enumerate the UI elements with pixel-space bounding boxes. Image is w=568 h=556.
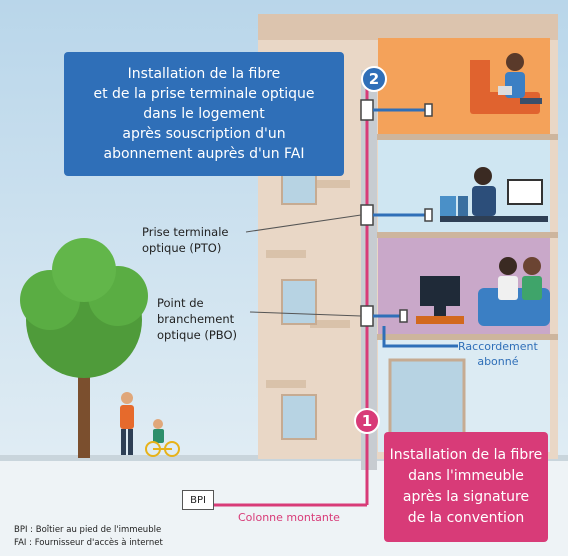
- raccordement-line: [382, 326, 458, 348]
- raccordement-label-line: Raccordement: [458, 340, 538, 353]
- leader-pbo: [249, 311, 362, 317]
- callout-line: de la convention: [407, 510, 525, 526]
- callout-line: Installation de la fibre: [127, 66, 281, 82]
- callout-line: dans le logement: [143, 106, 265, 122]
- pto-outlet: [424, 103, 433, 117]
- callout-line: après la signature: [402, 489, 530, 505]
- colonne-montante-label: Colonne montante: [238, 511, 340, 524]
- callout-building-installation: Installation de la fibre dans l'immeuble…: [384, 432, 548, 542]
- window: [281, 394, 317, 440]
- callout-apartment-installation: Installation de la fibre et de la prise …: [64, 52, 344, 176]
- low-floor-scene: [416, 257, 550, 326]
- junction-box-top: [360, 99, 374, 121]
- pto-label-line: optique (PTO): [142, 241, 222, 255]
- pto-label-line: Prise terminale: [142, 225, 229, 239]
- pbo-label-line: Point de: [157, 296, 204, 310]
- step-1-badge: 1: [354, 408, 380, 434]
- pto-outlet: [424, 208, 433, 222]
- window: [281, 279, 317, 325]
- footnote-fai: FAI : Fournisseur d'accès à internet: [14, 538, 163, 548]
- pbo-label-line: branchement: [157, 312, 235, 326]
- raccordement-label-line: abonné: [477, 355, 519, 368]
- callout-line: après souscription d'un: [122, 126, 286, 142]
- footnote-bpi: BPI : Boîtier au pied de l'immeuble: [14, 525, 162, 535]
- pto-outlet: [399, 309, 408, 323]
- pto-label: Prise terminale optique (PTO): [142, 224, 229, 256]
- raccordement-label: Raccordement abonné: [458, 339, 538, 369]
- people-illustration: [120, 392, 180, 457]
- callout-line: Installation de la fibre: [389, 447, 543, 463]
- middle-floor-scene: [440, 167, 548, 222]
- pbo-label-line: optique (PBO): [157, 328, 238, 342]
- riser-pipe: [361, 70, 377, 470]
- pbo-box: [360, 305, 374, 327]
- junction-box-middle: [360, 204, 374, 226]
- callout-line: et de la prise terminale optique: [93, 86, 315, 102]
- callout-line: dans l'immeuble: [408, 468, 524, 484]
- tree-illustration: [20, 238, 148, 458]
- callout-line: abonnement auprès d'un FAI: [103, 146, 305, 162]
- step-2-badge: 2: [361, 66, 387, 92]
- pbo-label: Point de branchement optique (PBO): [157, 295, 237, 343]
- bpi-box: BPI: [182, 490, 214, 510]
- leader-pto: [245, 214, 362, 233]
- top-floor-scene: [470, 53, 542, 114]
